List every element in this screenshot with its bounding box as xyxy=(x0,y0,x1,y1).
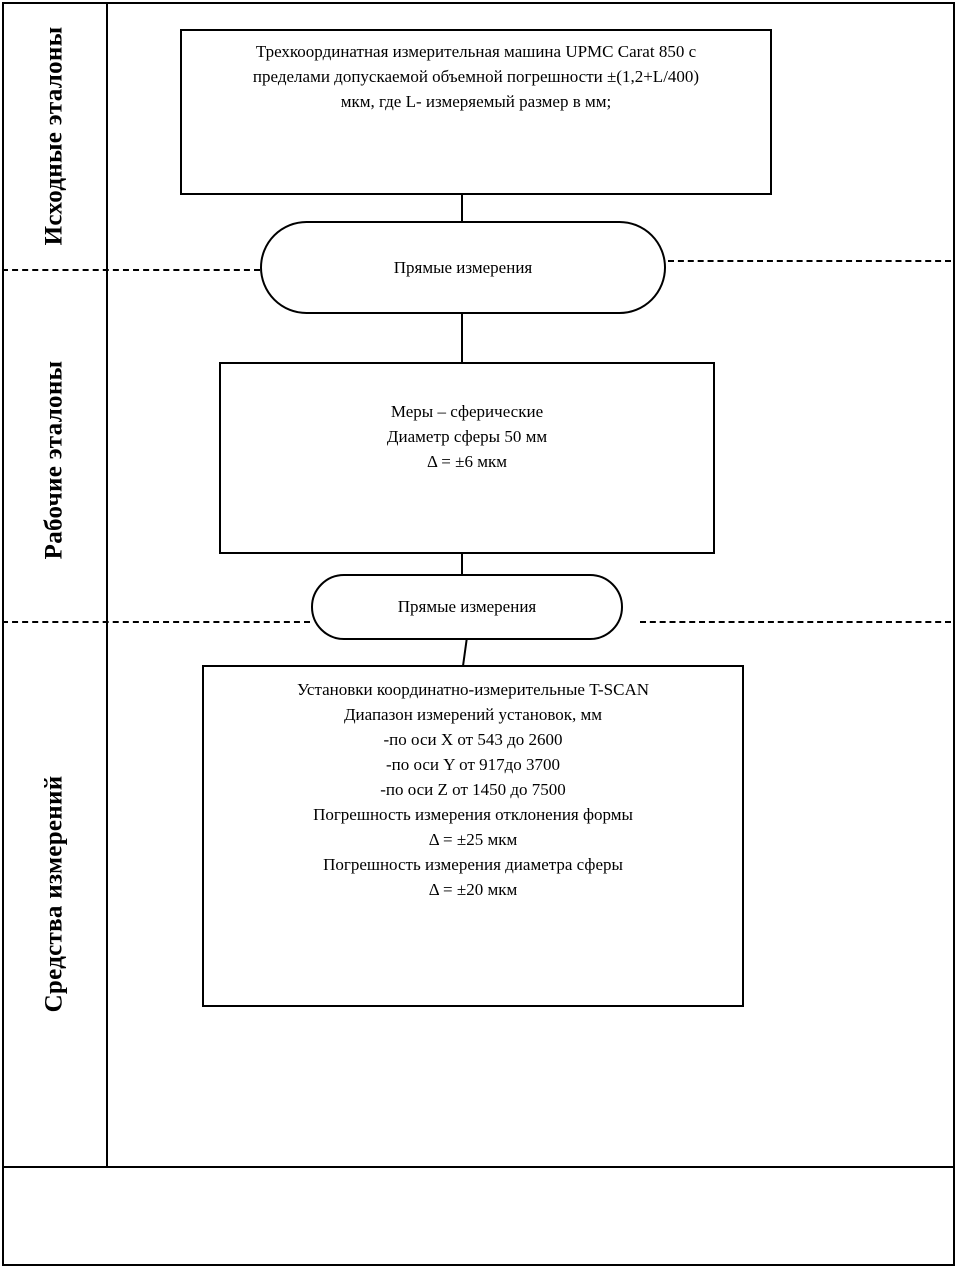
method-label: Прямые измерения xyxy=(393,257,533,277)
working-standard-line: Меры – сферические xyxy=(390,402,544,421)
connector-method1-to-working xyxy=(461,312,463,363)
source-standard-line: пределами допускаемой объемной погрешнос… xyxy=(252,67,700,86)
source-standard-line: Трехкоординатная измерительная машина UP… xyxy=(255,42,697,61)
instrument-line: Погрешность измерения диаметра сферы xyxy=(323,855,623,874)
measuring-instrument-box: Установки координатно-измерительные T-SC… xyxy=(202,665,744,1007)
instrument-line: Δ = ±25 мкм xyxy=(428,830,518,849)
method-direct-measurement-1: Прямые измерения xyxy=(260,221,666,314)
method-direct-measurement-2: Прямые измерения xyxy=(311,574,623,640)
connector-working-to-method2 xyxy=(461,552,463,576)
instrument-line: -по оси Z от 1450 до 7500 xyxy=(380,780,566,799)
working-standard-line: Диаметр сферы 50 мм xyxy=(386,427,548,446)
instrument-line: -по оси Y от 917до 3700 xyxy=(385,755,561,774)
instrument-line: Δ = ±20 мкм xyxy=(428,880,518,899)
source-standard-box: Трехкоординатная измерительная машина UP… xyxy=(180,29,772,195)
connector-source-to-method1 xyxy=(461,194,463,223)
section-label-divider xyxy=(106,2,108,1168)
level-separator-1-right xyxy=(668,260,951,262)
level-separator-2-left xyxy=(2,621,310,623)
instrument-line: -по оси X от 543 до 2600 xyxy=(383,730,563,749)
instrument-line: Диапазон измерений установок, мм xyxy=(343,705,603,724)
working-standard-box: Меры – сферические Диаметр сферы 50 мм Δ… xyxy=(219,362,715,554)
method-label: Прямые измерения xyxy=(397,597,537,616)
level-separator-2-right xyxy=(640,621,951,623)
bottom-divider xyxy=(2,1166,953,1168)
working-standard-line: Δ = ±6 мкм xyxy=(427,452,507,471)
source-standard-line: мкм, где L- измеряемый размер в мм; xyxy=(340,92,612,111)
instrument-line: Установки координатно-измерительные T-SC… xyxy=(296,680,650,699)
level-separator-1-left xyxy=(2,269,260,271)
instrument-line: Погрешность измерения отклонения формы xyxy=(313,805,633,824)
